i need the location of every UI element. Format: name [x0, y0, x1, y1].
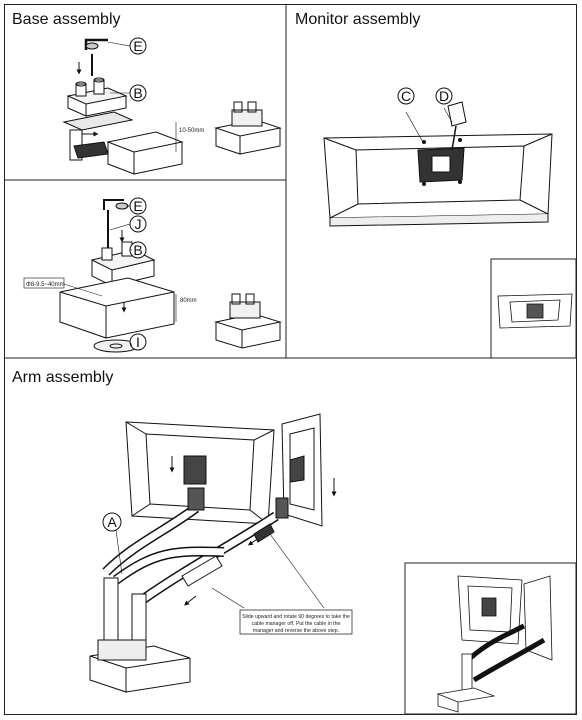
- base-assembly-title: Base assembly: [12, 11, 121, 28]
- cable-note-text: Slide upward and rotate 90 degrees to ta…: [242, 614, 350, 634]
- callout-d-circle: [435, 87, 453, 105]
- callout-j-label: J: [135, 216, 142, 232]
- grommet-install-figure: [23, 199, 282, 353]
- arm-inset-figure: [436, 575, 553, 713]
- callout-e-label: E: [133, 38, 142, 54]
- monitor-assembly-title: Monitor assembly: [295, 11, 420, 28]
- callout-a-label: A: [107, 514, 117, 530]
- clamp-range-label: 10-50mm: [179, 128, 204, 134]
- screwdriver-icon: [447, 101, 467, 127]
- grommet-hole-label: Φ8-9.5~40mm: [26, 282, 65, 288]
- desk-block: [106, 131, 184, 153]
- desk-block: [59, 277, 175, 307]
- callout-b-label: B: [133, 85, 142, 101]
- panel-grid: [4, 4, 577, 715]
- assembly-instruction-sheet: Base assembly Monitor assembly Arm assem…: [4, 4, 577, 715]
- callout-e2-label: E: [133, 198, 142, 214]
- callout-c-label: C: [401, 88, 411, 104]
- cable-note-line: manager and reverse the above step.: [253, 628, 339, 634]
- callout-d-label: D: [439, 88, 449, 104]
- monitor-inset-figure: [497, 293, 573, 329]
- monitor-inset-frame: [490, 258, 577, 359]
- callout-i-label: I: [136, 334, 140, 350]
- callout-leaders: [107, 41, 133, 347]
- part-callouts: [102, 37, 453, 532]
- hex-key-icon: [103, 199, 124, 210]
- arm-inset-frame: [404, 562, 577, 715]
- instruction-diagram: Base assembly Monitor assembly Arm assem…: [4, 4, 577, 715]
- arm-assembly-title: Arm assembly: [12, 369, 113, 386]
- clamp-install-figure: [62, 38, 282, 175]
- arm-assembly-figure: [89, 413, 337, 693]
- cable-note-line: cable manager off. Put the cable in the: [252, 621, 341, 627]
- cable-note-line: Slide upward and rotate 90 degrees to ta…: [242, 614, 350, 620]
- callout-a-circle: [102, 512, 122, 532]
- callout-b2-label: B: [133, 242, 142, 258]
- monitor-back-figure: [323, 101, 553, 227]
- cable-note-box: [239, 609, 353, 635]
- grommet-thickness-label: 80mm: [180, 298, 197, 304]
- callout-c-circle: [397, 87, 415, 105]
